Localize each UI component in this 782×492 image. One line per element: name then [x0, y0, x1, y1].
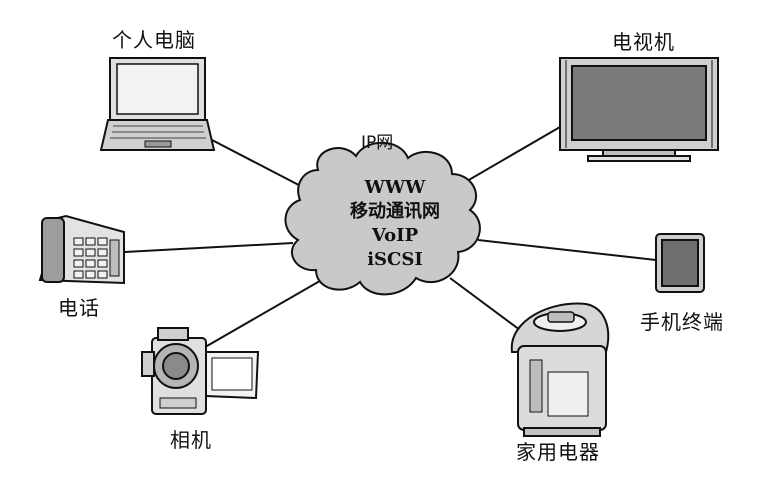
network-title: IP网	[361, 133, 394, 153]
label-tv: 电视机	[612, 30, 675, 54]
service-mobile-network: 移动通讯网	[350, 201, 440, 222]
tv-icon	[559, 57, 719, 162]
link-phone	[124, 242, 294, 253]
label-mobile: 手机终端	[640, 310, 724, 334]
label-pc: 个人电脑	[112, 28, 196, 52]
link-appliance	[449, 277, 521, 331]
link-tv	[454, 126, 561, 189]
mobile-terminal-icon	[655, 233, 705, 293]
link-camera	[199, 277, 326, 351]
network-services: WWW 移动通讯网 VoIP iSCSI	[330, 176, 460, 272]
phone-icon	[38, 214, 125, 285]
laptop-icon	[99, 57, 216, 151]
label-phone: 电话	[58, 296, 100, 320]
camera-icon	[141, 327, 260, 415]
label-appliance: 家用电器	[516, 440, 600, 464]
service-iscsi: iSCSI	[367, 249, 423, 270]
appliance-icon	[510, 302, 610, 437]
link-mobile	[477, 239, 657, 261]
service-voip: VoIP	[371, 225, 419, 246]
label-camera: 相机	[170, 428, 212, 452]
service-www: WWW	[364, 177, 426, 198]
ip-network-cloud	[284, 141, 481, 296]
